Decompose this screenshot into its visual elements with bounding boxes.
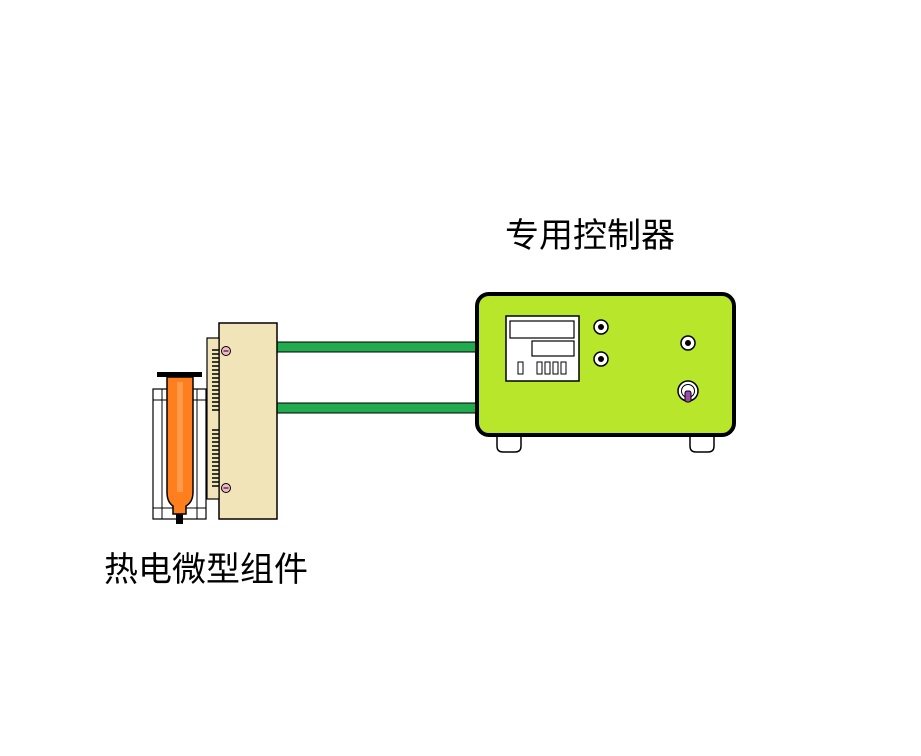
cable-bottom [275, 402, 479, 414]
syringe-highlight [177, 382, 183, 492]
screw-icon [221, 483, 231, 493]
display-button[interactable] [560, 361, 567, 375]
display-button[interactable] [517, 361, 524, 375]
round-knob-icon[interactable] [593, 351, 609, 367]
syringe-cap [157, 372, 202, 377]
controller-foot-left [496, 432, 522, 453]
display-screen-top [509, 320, 575, 339]
toggle-switch-icon[interactable] [677, 380, 699, 403]
round-knob-icon[interactable] [680, 335, 696, 351]
cable-top [275, 341, 479, 353]
cable-group [275, 341, 479, 414]
syringe [157, 372, 202, 524]
controller-label: 专用控制器 [505, 216, 675, 256]
round-knob-icon[interactable] [593, 319, 609, 335]
module-label: 热电微型组件 [104, 550, 308, 590]
display-screen-bottom [531, 340, 575, 357]
controller-unit [475, 292, 736, 453]
display-button[interactable] [536, 361, 543, 375]
thermoelectric-module [152, 322, 278, 524]
screw-icon [221, 346, 231, 356]
syringe-tip [176, 514, 183, 524]
controller-foot-right [689, 432, 715, 453]
display-button[interactable] [544, 361, 551, 375]
thermo-elements [212, 349, 219, 487]
display-button[interactable] [552, 361, 559, 375]
display-panel [505, 315, 580, 382]
